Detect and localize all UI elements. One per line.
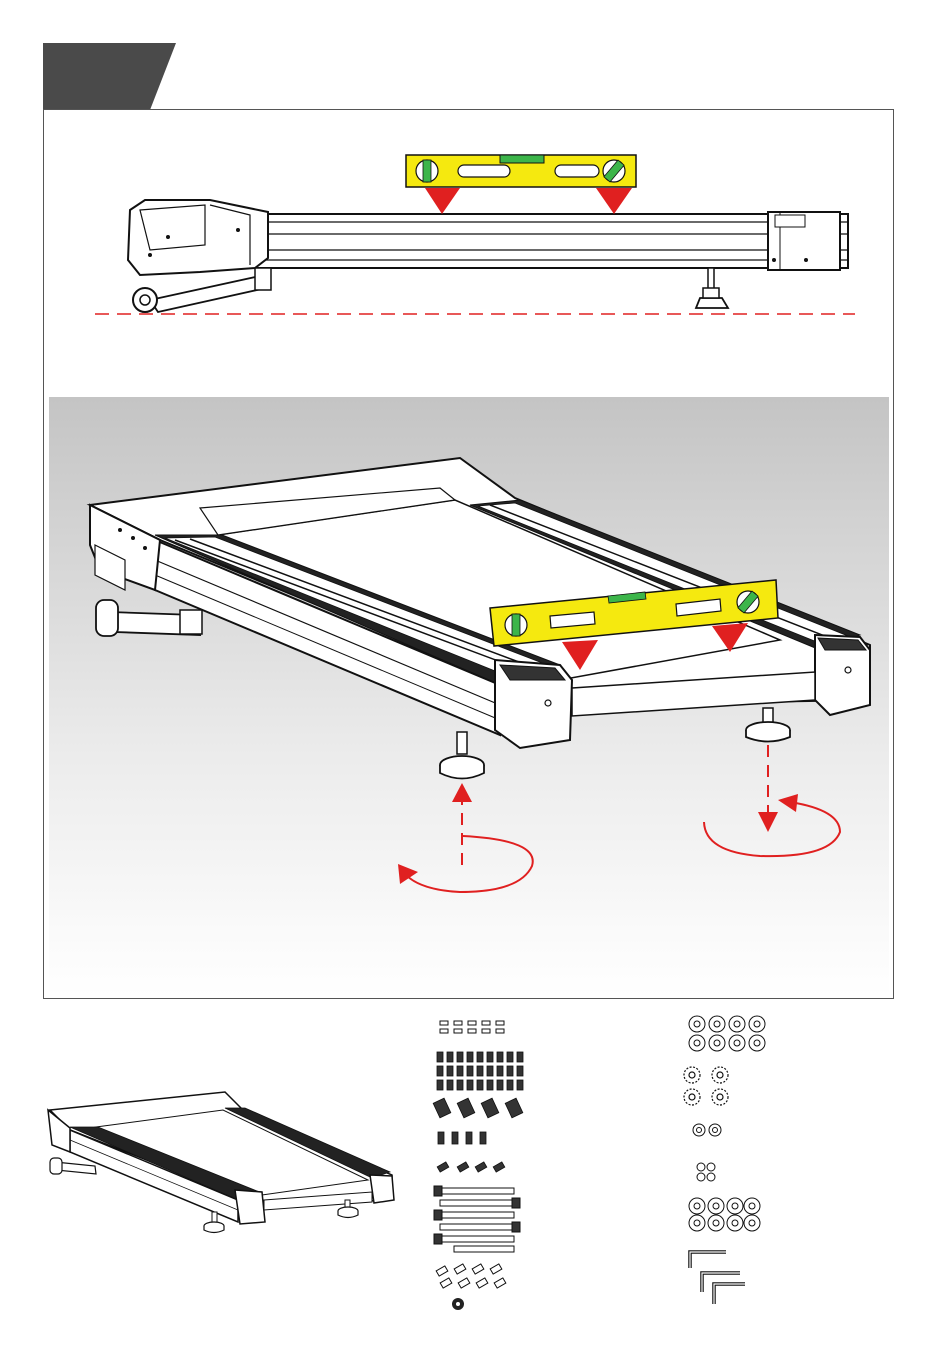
bolt-set xyxy=(437,1052,523,1090)
spirit-level-icon xyxy=(406,155,636,187)
treadmill-thumbnail-icon xyxy=(40,1085,400,1235)
washer-set-large xyxy=(689,1016,765,1051)
large-bolt-set xyxy=(433,1098,523,1118)
screw-set-angled xyxy=(437,1162,505,1172)
star-washer-set xyxy=(684,1067,728,1105)
treadmill-perspective-icon xyxy=(49,397,889,997)
allen-key-set xyxy=(690,1252,745,1304)
long-bolt-set xyxy=(434,1186,520,1252)
hardware-parts-icon xyxy=(420,1010,780,1330)
small-washer-set xyxy=(697,1163,715,1181)
washer-set-medium xyxy=(689,1198,760,1231)
contact-arrow xyxy=(425,188,460,214)
treadmill-side-view-icon xyxy=(44,110,893,395)
screw-set-small xyxy=(440,1021,504,1033)
small-bolt-set xyxy=(438,1132,486,1144)
contact-arrow xyxy=(596,188,632,214)
step-tab xyxy=(0,0,950,115)
washer-pair xyxy=(693,1124,721,1136)
screw-set-mixed xyxy=(436,1264,506,1288)
